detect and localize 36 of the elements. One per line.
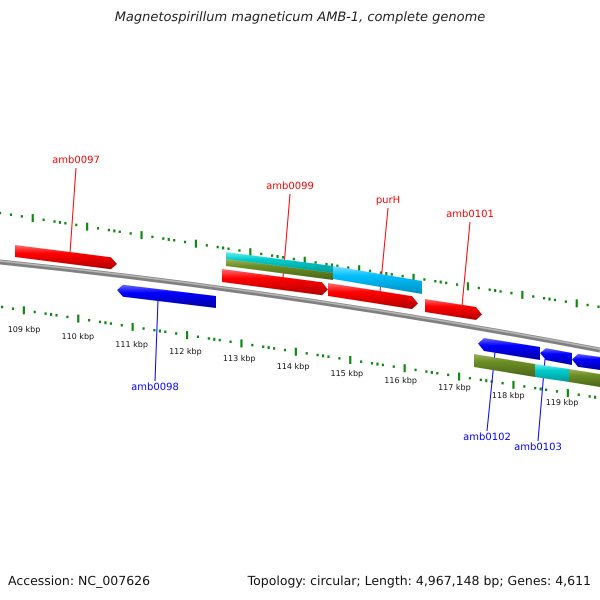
scale-label: 113 kbp bbox=[222, 355, 256, 364]
gene-label: amb0101 bbox=[446, 210, 494, 220]
scale-label: 109 kbp bbox=[8, 326, 40, 334]
feature-bar bbox=[226, 259, 333, 280]
scale-label: 111 kbp bbox=[115, 340, 148, 349]
scale-label: 117 kbp bbox=[438, 384, 471, 392]
gene-block bbox=[572, 354, 600, 370]
feature-bar bbox=[226, 252, 333, 273]
feature-bar bbox=[535, 364, 569, 382]
gene-label: amb0099 bbox=[266, 182, 314, 192]
gene-block bbox=[222, 269, 328, 296]
scale-label: 116 kbp bbox=[384, 377, 417, 386]
gene-block bbox=[117, 284, 216, 308]
accession-text: Accession: NC_007626 bbox=[8, 575, 150, 588]
feature-bar bbox=[333, 266, 422, 294]
feature-bar bbox=[569, 369, 600, 387]
genome-summary: Topology: circular; Length: 4,967,148 bp; Genes: 4,611 bbox=[248, 575, 591, 588]
scale-label: 110 kbp bbox=[62, 333, 94, 342]
scale-label: 119 kbp bbox=[546, 399, 578, 407]
gene-label: amb0097 bbox=[52, 156, 100, 166]
gene-block bbox=[328, 283, 418, 310]
gene-label: amb0102 bbox=[463, 433, 511, 443]
gene-label: amb0103 bbox=[514, 443, 562, 453]
gene-block bbox=[15, 245, 117, 270]
leader-line bbox=[462, 222, 470, 306]
gene-block bbox=[540, 348, 572, 365]
gene-label: purH bbox=[376, 196, 400, 206]
scale-label: 114 kbp bbox=[276, 362, 310, 370]
leader-line bbox=[154, 300, 158, 382]
gene-block bbox=[425, 299, 482, 320]
scale-label: 118 kbp bbox=[492, 392, 524, 400]
title: Magnetospirillum magneticum AMB-1, complete genome bbox=[114, 11, 486, 24]
scale-label: 115 kbp bbox=[330, 370, 364, 378]
gene-label: amb0098 bbox=[131, 383, 179, 393]
scale-label: 112 kbp bbox=[169, 348, 202, 356]
leader-line bbox=[70, 168, 76, 254]
